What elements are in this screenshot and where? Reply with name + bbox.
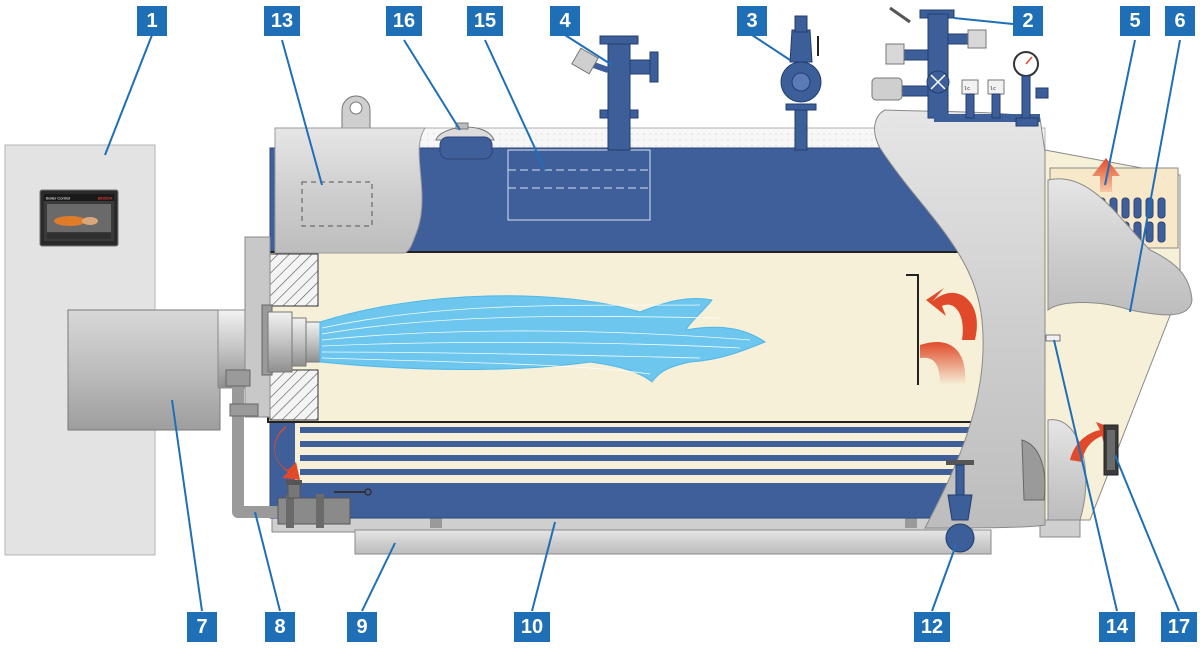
svg-text:7: 7 xyxy=(196,616,207,638)
steam-dryer xyxy=(507,149,651,221)
smoke-box xyxy=(1044,149,1193,521)
callout-16: 16 xyxy=(386,6,422,36)
burner xyxy=(67,236,321,431)
svg-text:6: 6 xyxy=(1174,10,1185,32)
callout-8: 8 xyxy=(265,612,295,642)
callout-15: 15 xyxy=(467,6,503,36)
flue-tubes xyxy=(295,423,995,511)
control-compartment xyxy=(301,181,373,227)
control-touchscreen[interactable]: Boiler Control BOSCH xyxy=(39,189,119,247)
bottom-blowdown-casing xyxy=(1021,439,1046,501)
water-level-controls[interactable]: lc lc xyxy=(871,6,1049,127)
manhole-cover[interactable] xyxy=(435,122,495,160)
callout-2: 2 xyxy=(1013,6,1043,36)
boiler-base xyxy=(271,514,1081,555)
front-casing xyxy=(274,127,426,254)
steam-outlet[interactable] xyxy=(571,35,659,151)
screen-title: Boiler Control xyxy=(46,196,70,201)
safety-valve[interactable] xyxy=(780,15,822,151)
refractory-top xyxy=(269,253,319,307)
economizer-cover xyxy=(1047,178,1193,316)
leader-lines xyxy=(104,17,1181,612)
callout-9: 9 xyxy=(347,612,377,642)
callout-14: 14 xyxy=(1099,612,1135,642)
feed-valve[interactable] xyxy=(277,480,351,528)
svg-text:16: 16 xyxy=(393,10,415,32)
svg-text:lc: lc xyxy=(990,86,996,92)
svg-text:10: 10 xyxy=(521,616,543,638)
lifting-eye xyxy=(341,95,371,131)
svg-text:8: 8 xyxy=(274,616,285,638)
svg-text:13: 13 xyxy=(271,10,293,32)
svg-text:5: 5 xyxy=(1129,10,1140,32)
base-frame xyxy=(354,529,992,555)
svg-text:17: 17 xyxy=(1168,616,1190,638)
callout-labels: 1 13 16 15 4 3 2 5 6 7 8 9 10 12 14 17 xyxy=(137,6,1197,642)
blowdown-valve[interactable] xyxy=(945,460,975,553)
callout-1: 1 xyxy=(137,6,167,36)
flue-gas-turn-arrow xyxy=(906,274,977,385)
level-probe-2: lc xyxy=(987,79,1005,119)
callout-10: 10 xyxy=(514,612,550,642)
svg-text:9: 9 xyxy=(356,616,367,638)
pressure-gauge xyxy=(1013,51,1049,119)
callout-3: 3 xyxy=(737,6,767,36)
callout-7: 7 xyxy=(187,612,217,642)
svg-text:3: 3 xyxy=(746,10,757,32)
inlet-turn-arrow xyxy=(274,426,300,480)
screen-brand: BOSCH xyxy=(98,196,113,201)
svg-text:14: 14 xyxy=(1106,616,1129,638)
flame xyxy=(319,295,767,383)
refractory-bottom xyxy=(269,369,319,421)
callout-13: 13 xyxy=(264,6,300,36)
svg-text:lc: lc xyxy=(964,86,970,92)
svg-text:4: 4 xyxy=(559,10,571,32)
svg-text:1: 1 xyxy=(146,10,157,32)
burner-head xyxy=(267,311,321,373)
feed-pipework xyxy=(225,369,372,528)
sight-glass[interactable] xyxy=(1103,424,1119,476)
callout-6: 6 xyxy=(1165,6,1195,36)
exhaust-arrow xyxy=(1092,158,1120,192)
svg-text:2: 2 xyxy=(1022,10,1033,32)
callout-12: 12 xyxy=(914,612,950,642)
svg-text:12: 12 xyxy=(921,616,943,638)
level-probe-1: lc xyxy=(961,79,979,119)
callout-17: 17 xyxy=(1161,612,1197,642)
svg-text:15: 15 xyxy=(474,10,496,32)
callout-4: 4 xyxy=(550,6,580,36)
callout-5: 5 xyxy=(1120,6,1150,36)
